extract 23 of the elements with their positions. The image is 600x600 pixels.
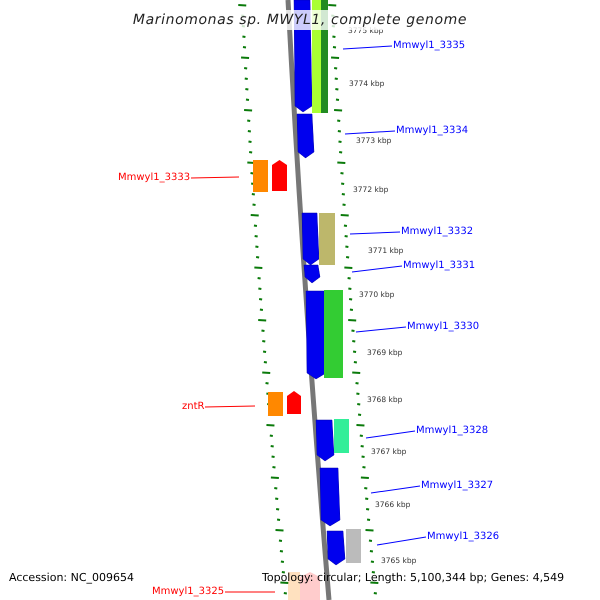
gene-label: zntR: [182, 402, 204, 412]
gene-label: Mmwyl1_3325: [152, 587, 224, 597]
gene-label: Mmwyl1_3326: [427, 532, 500, 542]
leader-line: [342, 46, 392, 50]
gene-label: Mmwyl1_3331: [403, 261, 476, 271]
leader-line: [356, 326, 406, 332]
leader-line: [376, 536, 426, 546]
gene-label: Mmwyl1_3335: [393, 41, 466, 51]
leader-line: [352, 266, 402, 272]
leader-line: [370, 486, 420, 494]
gene-label: Mmwyl1_3332: [401, 227, 474, 237]
gene-label: Mmwyl1_3328: [416, 426, 488, 436]
gene-label: Mmwyl1_3333: [118, 173, 190, 183]
gene-label: Mmwyl1_3330: [407, 322, 480, 332]
leader-line: [204, 406, 256, 408]
leader-line: [190, 176, 240, 178]
gene-label: Mmwyl1_3334: [396, 126, 468, 136]
accession-text: Accession: NC_009654: [9, 572, 134, 583]
leader-line: [366, 430, 416, 438]
leader-line: [344, 130, 396, 134]
genome-info-text: Topology: circular; Length: 5,100,344 bp; Genes: 4,549: [262, 572, 564, 583]
gene-label: Mmwyl1_3327: [421, 481, 494, 491]
leader-line: [350, 232, 400, 234]
